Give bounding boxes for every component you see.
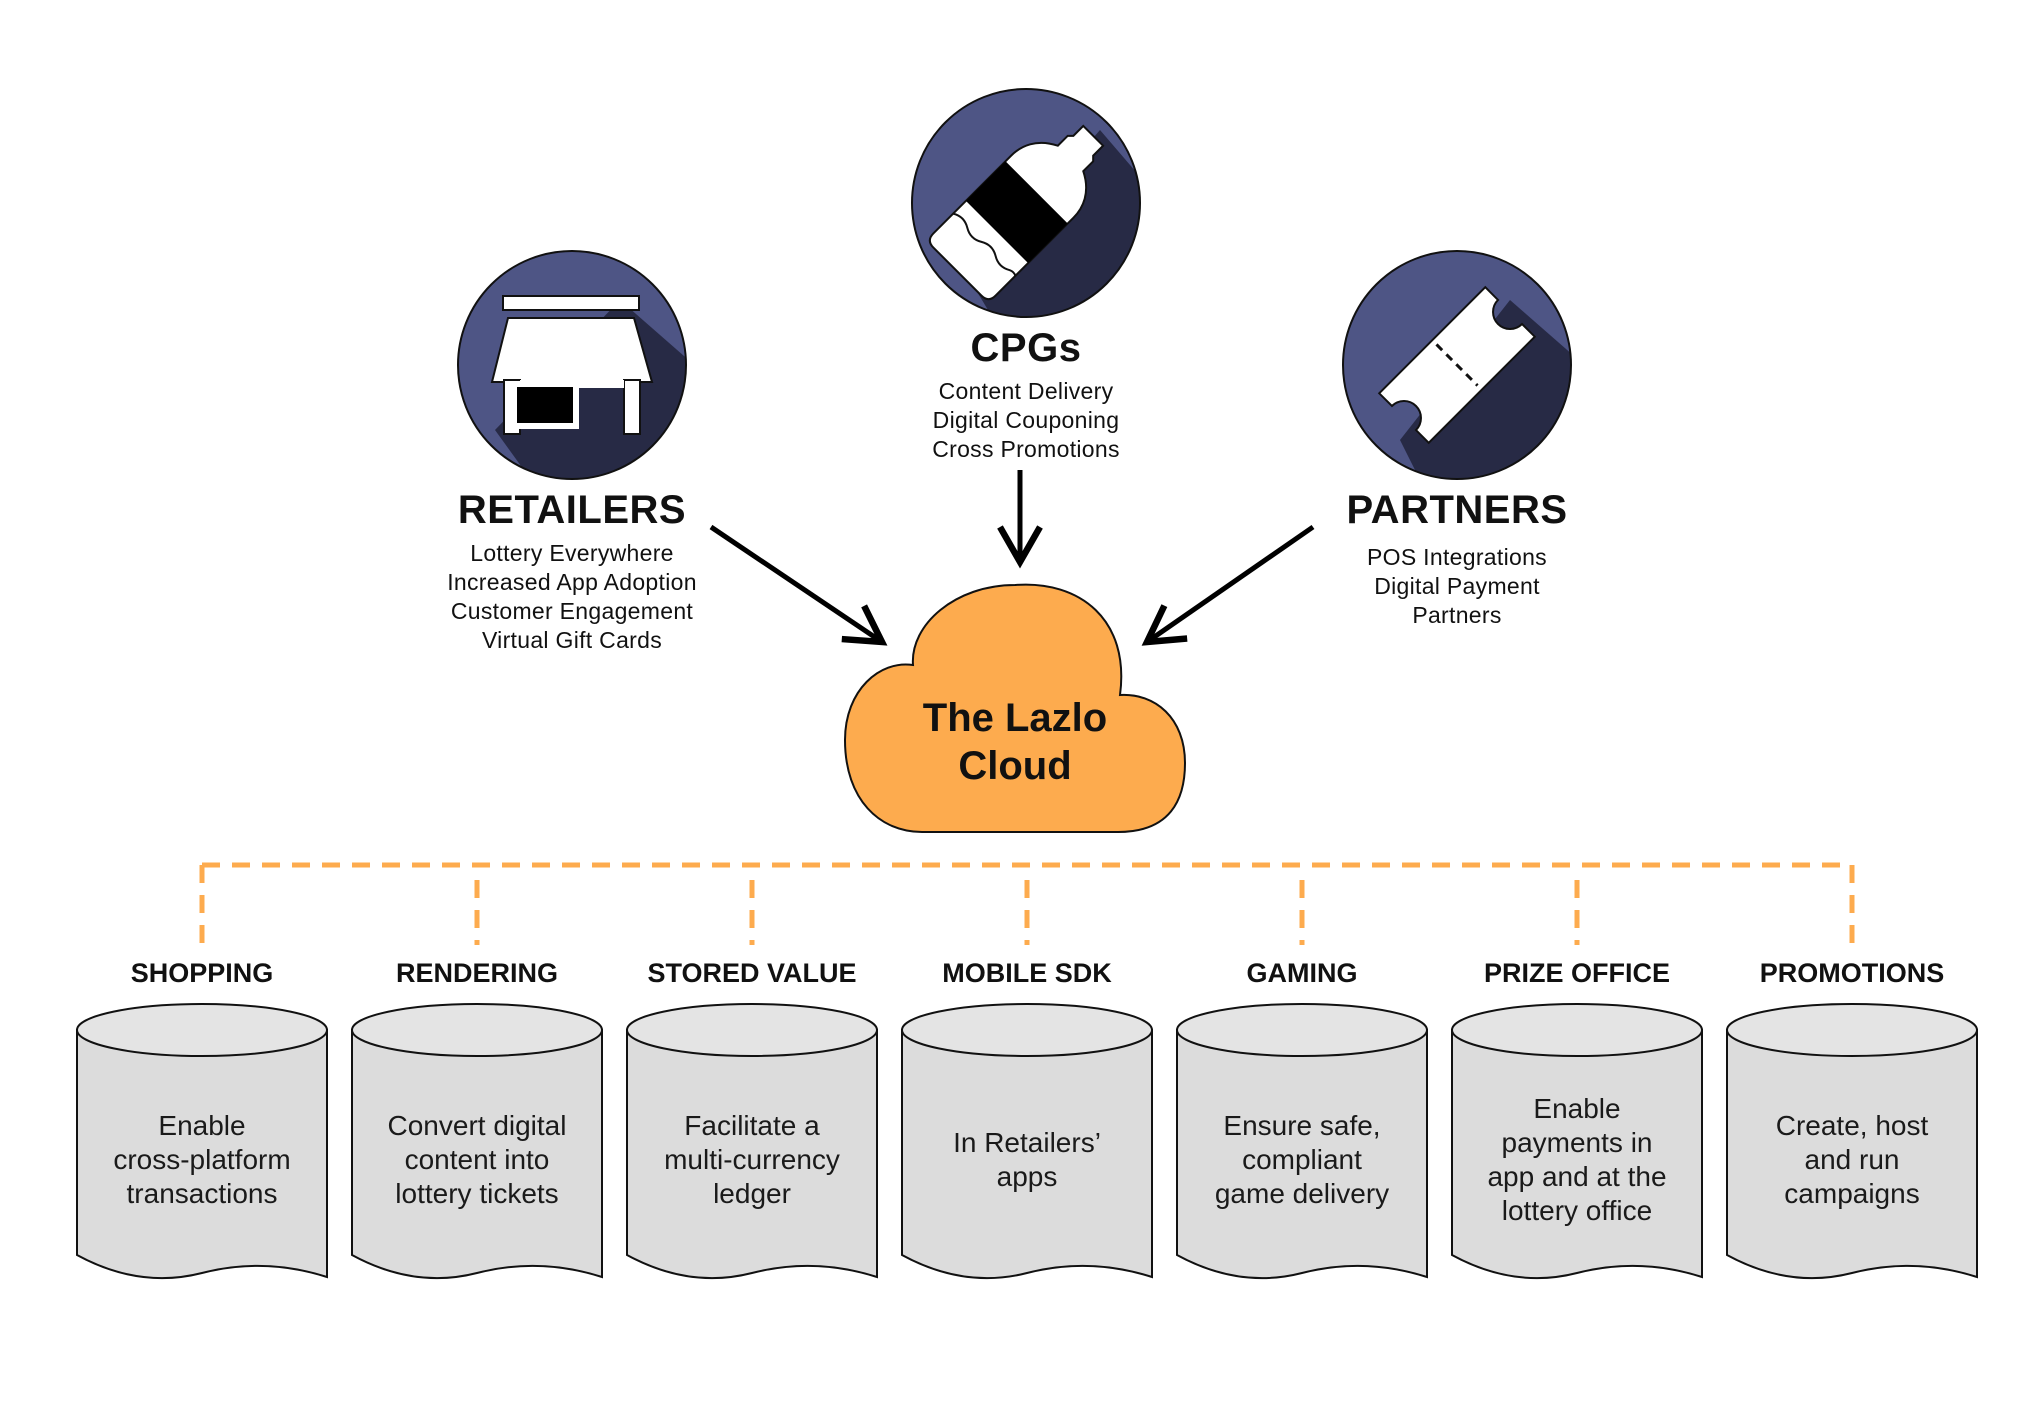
cloud-title-line: Cloud — [958, 744, 1072, 788]
module-caption: MOBILE SDK — [942, 958, 1112, 988]
module-cylinder — [76, 1003, 328, 1280]
retailers-line: Customer Engagement — [450, 598, 694, 624]
module-description-line: app and at the — [1487, 1161, 1667, 1192]
module-description-line: payments in — [1501, 1127, 1653, 1158]
partners-circle — [1342, 250, 1572, 480]
module-cylinder — [901, 1003, 1153, 1280]
dashed-connector — [199, 862, 1855, 945]
bottle-icon — [928, 124, 1105, 301]
module-cylinder — [626, 1003, 878, 1280]
retailers-title: RETAILERS — [457, 488, 687, 532]
module-description-line: Convert digital — [387, 1110, 567, 1141]
partners-line: Partners — [1412, 602, 1502, 628]
partners-title: PARTNERS — [1346, 488, 1568, 532]
module-cylinder — [1176, 1003, 1428, 1280]
module-description-line: multi-currency — [664, 1144, 840, 1175]
cpgs-line: Cross Promotions — [932, 436, 1120, 462]
retailers-circle — [457, 250, 687, 480]
partners-line: Digital Payment — [1374, 573, 1540, 599]
module-description-line: compliant — [1242, 1144, 1362, 1175]
module-description-line: content into — [404, 1144, 550, 1175]
lazlo-cloud-shape — [843, 583, 1187, 833]
ticket-icon — [1377, 285, 1537, 445]
cpgs-line: Content Delivery — [938, 378, 1114, 404]
module-cylinder — [351, 1003, 603, 1280]
cpgs-line: Digital Couponing — [932, 407, 1120, 433]
module-description-line: lottery office — [1501, 1195, 1653, 1226]
cloud-label: The Lazlo Cloud — [923, 694, 1107, 790]
module-description-line: lottery tickets — [395, 1178, 559, 1209]
module-description: In Retailers’apps — [912, 1126, 1142, 1194]
module-description-line: apps — [996, 1161, 1058, 1192]
cpgs-label: CPGs Content Delivery Digital Couponing … — [932, 326, 1120, 464]
arrow-partners-to-cloud — [1141, 524, 1315, 646]
storefront-icon — [490, 295, 654, 435]
retailers-line: Lottery Everywhere — [470, 540, 674, 566]
retailers-line: Increased App Adoption — [447, 569, 697, 595]
module-caption: RENDERING — [395, 958, 559, 988]
partners-line: POS Integrations — [1367, 544, 1547, 570]
module-description-line: transactions — [126, 1178, 278, 1209]
module-description-line: Create, host — [1775, 1110, 1929, 1141]
module-caption: PRIZE OFFICE — [1483, 958, 1671, 988]
module-caption: GAMING — [1246, 958, 1358, 988]
module-caption: STORED VALUE — [647, 958, 857, 988]
module-description-line: game delivery — [1214, 1178, 1390, 1209]
module-cylinder — [1451, 1003, 1703, 1280]
module-description-line: In Retailers’ — [953, 1127, 1101, 1158]
module-description-line: cross-platform — [113, 1144, 291, 1175]
cpgs-circle — [911, 88, 1141, 318]
retailers-line: Virtual Gift Cards — [481, 627, 663, 653]
module-caption: SHOPPING — [130, 958, 274, 988]
module-description-line: Ensure safe, — [1223, 1110, 1381, 1141]
module-description-line: and run — [1804, 1144, 1900, 1175]
cpgs-title: CPGs — [970, 326, 1082, 370]
cloud-title-line: The Lazlo — [922, 696, 1108, 740]
module-caption: PROMOTIONS — [1759, 958, 1945, 988]
module-description-line: Enable — [1533, 1093, 1621, 1124]
retailers-label: RETAILERS Lottery Everywhere Increased A… — [447, 488, 697, 655]
partners-label: PARTNERS POS Integrations Digital Paymen… — [1346, 488, 1567, 630]
module-description-line: Facilitate a — [684, 1110, 820, 1141]
module-description-line: campaigns — [1784, 1178, 1920, 1209]
module-description-line: Enable — [158, 1110, 246, 1141]
arrow-retailers-to-cloud — [709, 524, 888, 646]
module-cylinder — [1726, 1003, 1978, 1280]
module-description-line: ledger — [713, 1178, 791, 1209]
